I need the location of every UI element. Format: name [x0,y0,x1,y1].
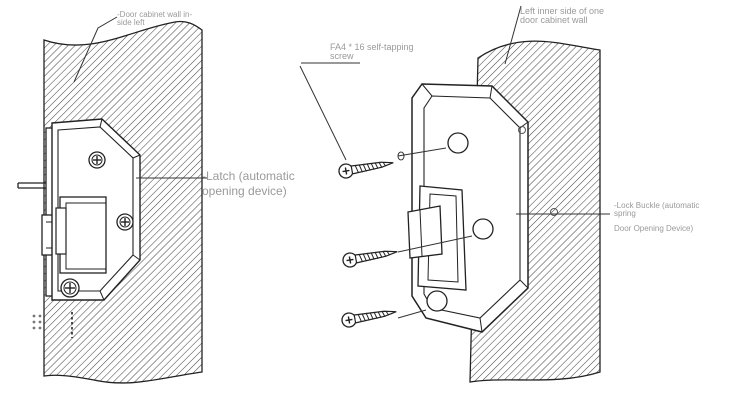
label-right-wall-line-1: Left inner side of one [520,6,605,16]
label-lock-buckle-line-1: -Lock Buckle (automatic [614,201,700,210]
screw-icon [341,244,400,269]
label-lock-buckle-line-3: Door Opening Device) [614,223,694,233]
right-leader-lines [299,5,610,319]
phillips-head-icon [60,278,80,298]
label-left-wall: -Door cabinet wall in- side left [117,10,193,28]
label-latch-line-1: -Latch (automatic [202,169,295,183]
label-lock-buckle: -Lock Buckle (automatic spring Door Open… [614,201,700,233]
label-screw-line-1: FA4 * 16 self-tapping [330,42,414,52]
label-latch-line-2: opening device) [202,183,287,198]
phillips-head-icon [88,151,106,169]
latch-assembly [17,118,141,338]
label-latch: -Latch (automatic opening device) [202,170,295,197]
phillips-head-icon [116,213,134,231]
label-screw-line-2: screw [330,51,354,62]
label-right-wall-line-2: door cabinet wall [520,15,588,26]
label-left-wall-line-2: side left [117,18,145,28]
screw-icon [337,155,396,180]
lock-buckle [407,83,558,333]
label-lock-buckle-line-2: spring [614,209,636,219]
left-leader-lines [73,16,207,179]
label-screw: FA4 * 16 self-tapping screw [330,42,414,62]
label-right-wall: Left inner side of one door cabinet wall [520,6,605,26]
label-left-wall-line-1: -Door cabinet wall in- [117,10,193,19]
screw-icon [340,304,399,329]
